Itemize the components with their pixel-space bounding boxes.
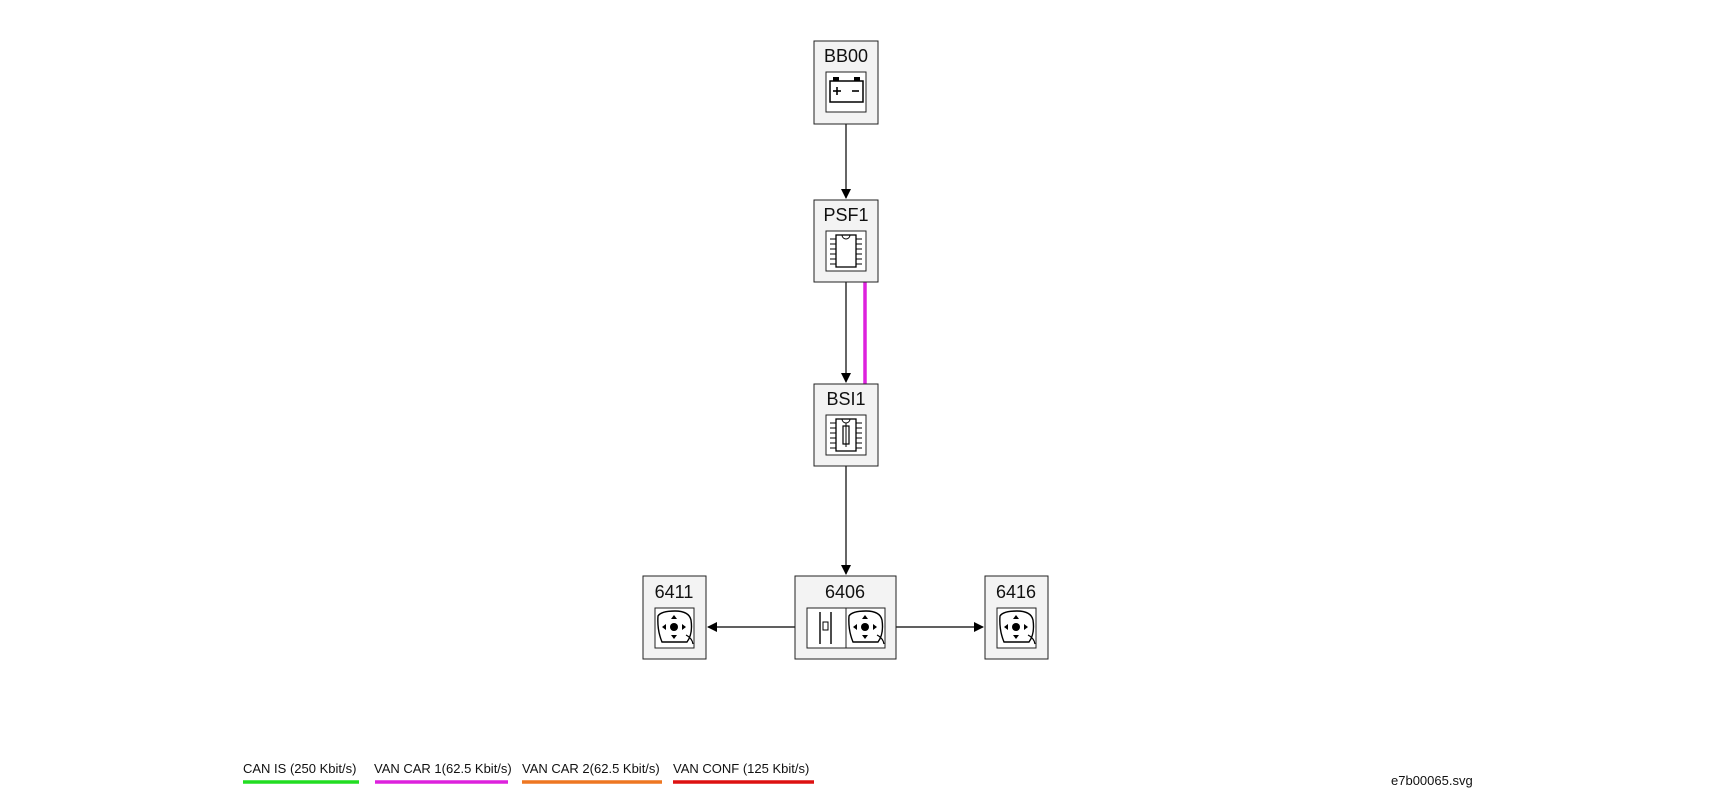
node-bb00[interactable]: BB00 — [813, 40, 879, 125]
legend-label: CAN IS (250 Kbit/s) — [243, 761, 356, 776]
chip-fuse-icon — [825, 414, 867, 456]
mirror-control-icon — [996, 607, 1037, 649]
connections — [707, 124, 984, 632]
legend-label: VAN CAR 1(62.5 Kbit/s) — [374, 761, 512, 776]
chip-icon — [825, 230, 867, 272]
legend-item-can-is: CAN IS (250 Kbit/s) — [243, 761, 359, 784]
battery-icon — [825, 71, 867, 113]
node-code: 6416 — [996, 582, 1036, 602]
filename-label: e7b00065.svg — [1391, 773, 1473, 788]
legend-item-van-car-2: VAN CAR 2(62.5 Kbit/s) — [522, 761, 662, 784]
node-code: BB00 — [824, 46, 868, 66]
mirror-control-icon — [654, 607, 695, 649]
legend: CAN IS (250 Kbit/s) VAN CAR 1(62.5 Kbit/… — [243, 761, 814, 784]
node-psf1[interactable]: PSF1 — [813, 199, 879, 283]
node-code: 6411 — [655, 582, 694, 602]
node-6416[interactable]: 6416 — [984, 575, 1049, 660]
legend-item-van-conf: VAN CONF (125 Kbit/s) — [673, 761, 814, 784]
node-bsi1[interactable]: BSI1 — [813, 383, 879, 467]
mirror-control-icon — [845, 607, 886, 649]
node-code: PSF1 — [823, 205, 868, 225]
node-code: 6406 — [825, 582, 865, 602]
legend-label: VAN CONF (125 Kbit/s) — [673, 761, 809, 776]
legend-label: VAN CAR 2(62.5 Kbit/s) — [522, 761, 660, 776]
node-6411[interactable]: 6411 — [642, 575, 707, 660]
legend-item-van-car-1: VAN CAR 1(62.5 Kbit/s) — [374, 761, 512, 784]
switch-icon — [806, 607, 847, 649]
node-code: BSI1 — [826, 389, 865, 409]
node-6406[interactable]: 6406 — [794, 575, 897, 660]
